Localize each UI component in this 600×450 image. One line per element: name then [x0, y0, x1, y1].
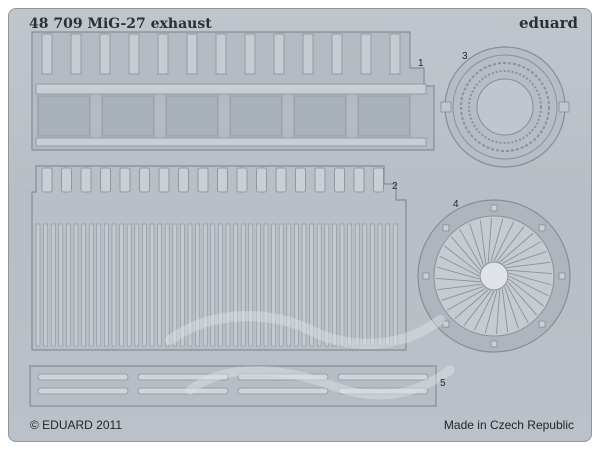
part-number-2: 2: [392, 181, 398, 192]
part-number-3: 3: [462, 51, 468, 62]
part-number-4: 4: [453, 199, 459, 210]
part-5-bottom-strip: [29, 365, 437, 407]
part-3-exhaust-ring: [440, 46, 570, 168]
brand-logo-text: eduard: [518, 14, 578, 32]
part-4-fan-disc: [417, 199, 571, 353]
part-1-exhaust-strip: [31, 31, 435, 151]
part-number-1: 1: [418, 58, 424, 69]
part-number-5: 5: [440, 378, 446, 389]
copyright-text: © EDUARD 2011: [30, 418, 122, 432]
part-2-exhaust-slats: [31, 165, 407, 351]
sheet-title: 48 709 MiG-27 exhaust: [29, 16, 212, 32]
origin-text: Made in Czech Republic: [443, 418, 574, 432]
